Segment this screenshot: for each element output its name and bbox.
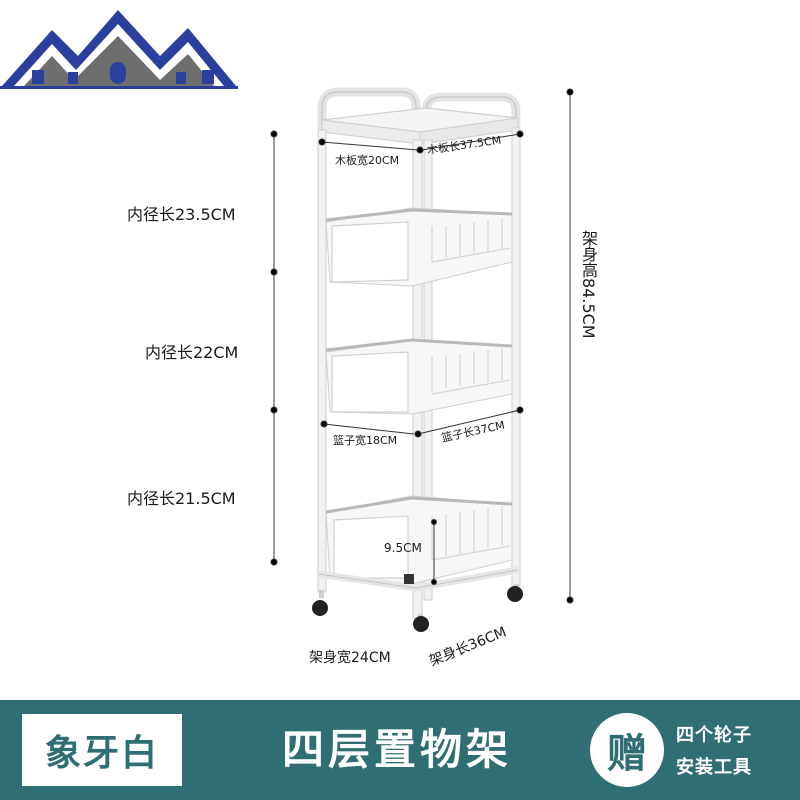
- frame-height-label: 架身高84.5CM: [579, 230, 598, 339]
- inner-length-bottom-label: 内径长21.5CM: [127, 489, 236, 508]
- inner-length-top-label: 内径长23.5CM: [127, 205, 236, 224]
- basket-middle: [325, 338, 513, 415]
- basket-bottom: [325, 495, 513, 585]
- gift-item-wheels: 四个轮子: [676, 725, 752, 746]
- gift-badge: 赠: [590, 713, 664, 787]
- basket-width-label: 篮子宽18CM: [333, 434, 398, 447]
- color-badge: 象牙白: [22, 714, 182, 786]
- gift-label: 赠: [607, 731, 647, 777]
- house-roof-logo-icon: [0, 0, 238, 102]
- product-name: 四层置物架: [281, 725, 512, 774]
- gift-items: 四个轮子 安装工具: [676, 720, 786, 784]
- color-name: 象牙白: [44, 733, 159, 774]
- gift-item-tools: 安装工具: [676, 757, 752, 778]
- board-width-label: 木板宽20CM: [335, 154, 400, 167]
- basket-top: [325, 207, 513, 287]
- basket-depth-label: 9.5CM: [384, 541, 422, 555]
- storage-rack: [270, 87, 574, 632]
- inner-length-middle-label: 内径长22CM: [145, 343, 239, 362]
- frame-width-label: 架身宽24CM: [309, 650, 391, 666]
- wheel-icon: [312, 584, 523, 632]
